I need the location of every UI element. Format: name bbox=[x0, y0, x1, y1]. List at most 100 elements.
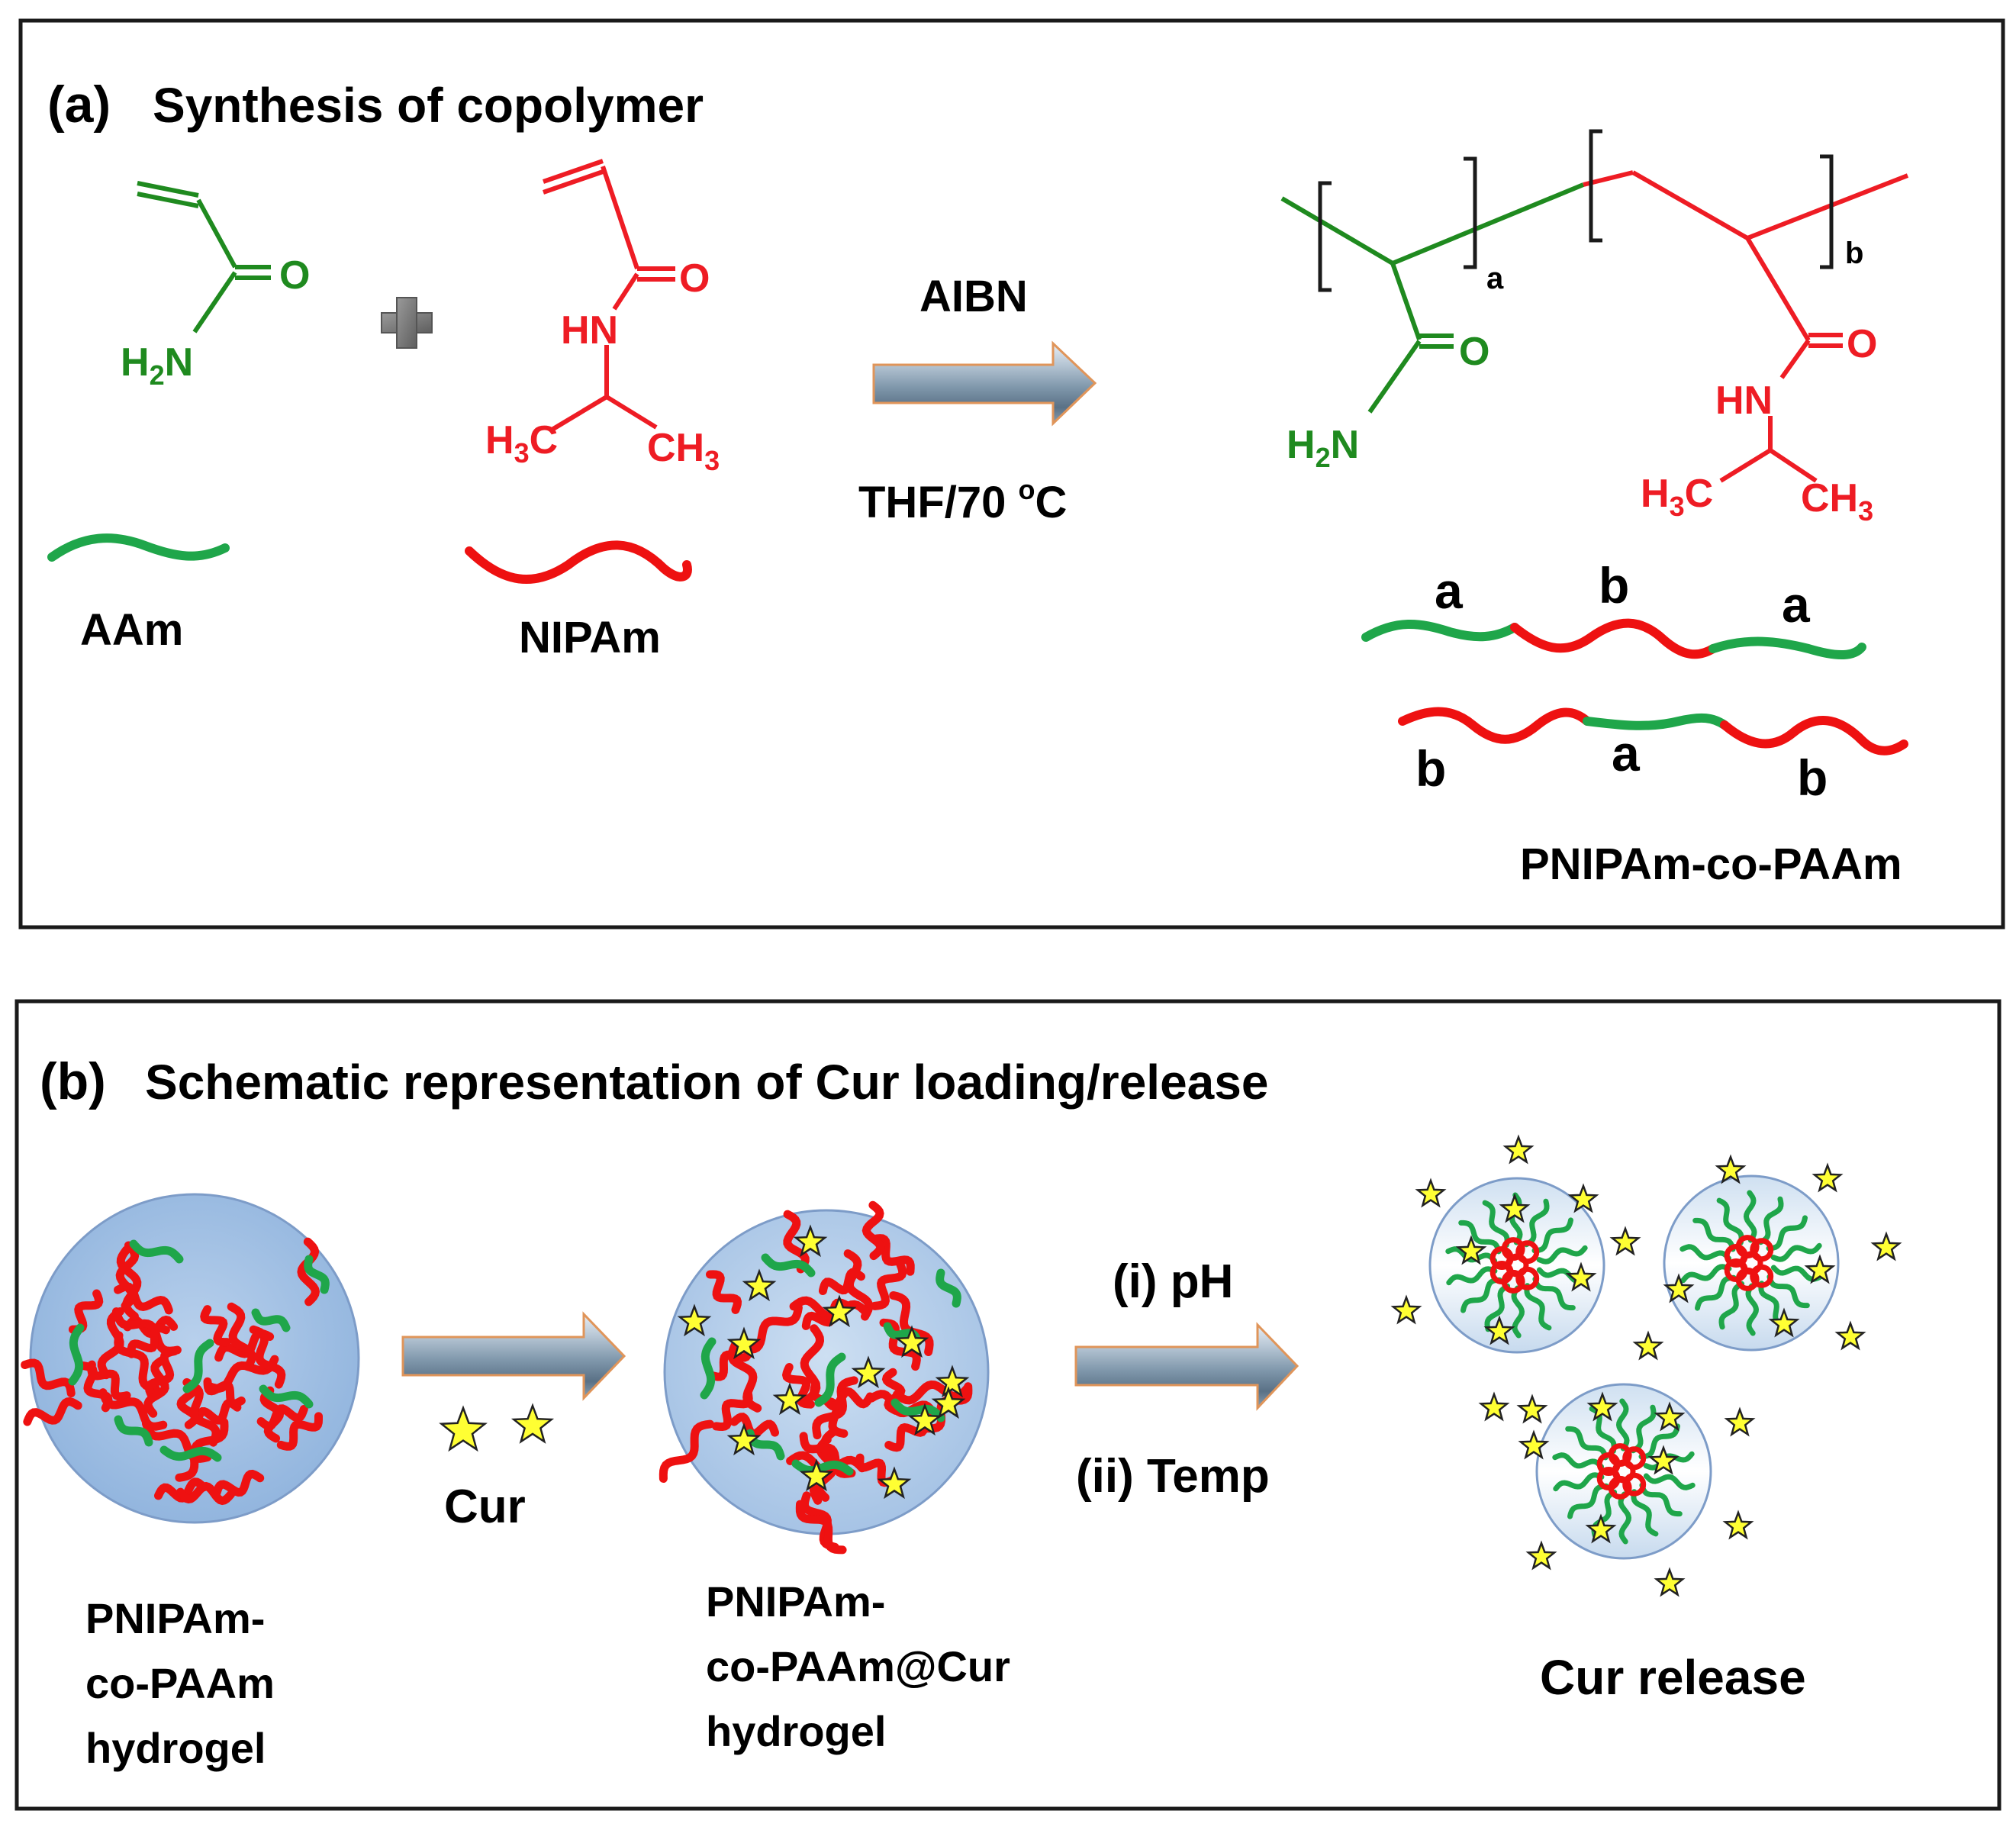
cur-star-icon bbox=[1483, 1315, 1515, 1345]
nipam-name: NIPAm bbox=[519, 613, 661, 662]
nipam-chain-segment bbox=[869, 1234, 915, 1276]
reagent-label: AIBN bbox=[919, 272, 1028, 321]
aam-chain-segment bbox=[114, 1415, 153, 1447]
aam-chain-segment bbox=[1484, 1283, 1511, 1332]
nipam-chain-segment bbox=[822, 1387, 874, 1411]
aam-chain-segment bbox=[890, 1398, 945, 1423]
nipam-chain-segment bbox=[893, 1380, 971, 1405]
product-aam-amine: H2N bbox=[1287, 423, 1359, 473]
nipam-chain-segment bbox=[659, 1419, 714, 1483]
cur-star-icon bbox=[726, 1326, 762, 1360]
cur-star-icon bbox=[439, 1405, 488, 1452]
collapsed-particle bbox=[1535, 1383, 1712, 1560]
aam-chain-segment bbox=[1553, 1472, 1605, 1492]
aam-chain-icon bbox=[47, 533, 230, 562]
aam-chain-segment bbox=[1552, 1452, 1605, 1470]
cur-star-icon bbox=[1663, 1273, 1695, 1303]
cur-star-icon bbox=[1768, 1307, 1800, 1338]
aam-chain-segment bbox=[1631, 1489, 1659, 1537]
cur-star-icon bbox=[1415, 1178, 1447, 1208]
chain2-label-1: a bbox=[1612, 725, 1641, 781]
panel-b-frame bbox=[14, 999, 2002, 1811]
aam-oxygen: O bbox=[279, 253, 310, 298]
cur-star-icon bbox=[1585, 1513, 1617, 1544]
nipam-chain-segment bbox=[800, 1324, 825, 1403]
aam-chain-segment bbox=[761, 1253, 816, 1278]
aam-chain-segment bbox=[1766, 1274, 1810, 1309]
aam-chain-segment bbox=[1531, 1217, 1573, 1254]
product-subscript-b: b bbox=[1845, 237, 1863, 270]
panel-b-title: Schematic representation of Cur loading/… bbox=[145, 1055, 1268, 1110]
aam-chain-segment bbox=[1509, 1192, 1523, 1245]
collapsed-nipam-coil bbox=[1622, 1472, 1647, 1497]
cur-star-icon bbox=[1586, 1391, 1618, 1422]
aam-atom-labels: O H2N bbox=[121, 253, 310, 391]
collapsed-nipam-coil bbox=[1515, 1266, 1540, 1290]
chain2-label-2: b bbox=[1797, 749, 1828, 806]
plus-icon bbox=[381, 297, 433, 349]
loaded-hydrogel-stars bbox=[677, 1224, 970, 1500]
aam-chain-segment bbox=[1695, 1274, 1737, 1311]
cur-star-icon bbox=[931, 1386, 966, 1419]
chain1-label-1: b bbox=[1599, 557, 1629, 614]
panel-a-label: (a) bbox=[47, 76, 111, 134]
nipam-chain-segment bbox=[812, 1376, 858, 1440]
nipam-atom-labels: O HN H3C CH3 bbox=[485, 256, 720, 476]
released-cur-stars bbox=[1390, 1134, 1902, 1597]
copolymer-chain-2 bbox=[1398, 707, 1908, 756]
nipam-chain-segment bbox=[227, 1302, 256, 1371]
release-arrow[interactable] bbox=[1074, 1322, 1299, 1411]
product-nipam-hn: HN bbox=[1715, 379, 1773, 423]
empty-hydrogel-network bbox=[21, 1237, 330, 1506]
stimulus-temp-label: (ii) Temp bbox=[1076, 1450, 1270, 1503]
product-subscript-a: a bbox=[1486, 262, 1504, 295]
aam-chain-segment bbox=[1679, 1244, 1732, 1261]
aam-chain-segment bbox=[1446, 1266, 1498, 1286]
loaded-hydrogel bbox=[659, 1200, 990, 1555]
cur-star-icon bbox=[677, 1303, 712, 1337]
hydrogel-caption: PNIPAm- co-PAAm hydrogel bbox=[85, 1594, 275, 1772]
nipam-chain-segment bbox=[889, 1291, 934, 1356]
loading-arrow[interactable] bbox=[401, 1311, 626, 1401]
aam-structure bbox=[137, 181, 271, 333]
collapsed-nipam-coil bbox=[1735, 1235, 1760, 1259]
nipam-chain-segment bbox=[111, 1307, 182, 1355]
copolymer-chain-1 bbox=[1361, 618, 1866, 660]
nipam-oxygen: O bbox=[679, 256, 710, 301]
nipam-structure bbox=[543, 159, 675, 433]
nipam-chain-segment bbox=[707, 1342, 753, 1381]
collapsed-nipam-coil bbox=[1750, 1238, 1774, 1262]
product-atom-labels: O H2N O HN H3C CH3 bbox=[1287, 322, 1877, 527]
loaded-caption-line-2: hydrogel bbox=[706, 1707, 886, 1755]
reaction-arrow[interactable] bbox=[872, 340, 1097, 427]
nipam-chain-segment bbox=[127, 1323, 170, 1358]
collapsed-nipam-coil bbox=[1489, 1261, 1514, 1284]
aam-chain-segment bbox=[182, 1339, 214, 1394]
collapsed-nipam-coil bbox=[1724, 1258, 1748, 1282]
loaded-hydrogel-caption: PNIPAm- co-PAAm@Cur hydrogel bbox=[706, 1577, 1010, 1755]
aam-chain-segment bbox=[1523, 1198, 1550, 1248]
cur-star-icon bbox=[1870, 1231, 1902, 1261]
collapsed-nipam-coil bbox=[1750, 1264, 1774, 1288]
nipam-chain-segment bbox=[799, 1432, 856, 1478]
cur-star-icon bbox=[894, 1325, 929, 1358]
product-nipam-ch3: CH3 bbox=[1801, 476, 1873, 527]
aam-chain-segment bbox=[1511, 1285, 1525, 1339]
nipam-chain-segment bbox=[783, 1210, 810, 1274]
aam-chain-segment bbox=[1770, 1265, 1823, 1282]
nipam-chain-segment bbox=[870, 1260, 907, 1310]
nipam-chain-segment bbox=[789, 1296, 871, 1321]
aam-chain-segment bbox=[1766, 1215, 1808, 1252]
aam-chain-segment bbox=[814, 1352, 846, 1407]
product-nipam-h3c: H3C bbox=[1641, 472, 1713, 522]
cur-star-icon bbox=[877, 1466, 912, 1500]
aam-chain-segment bbox=[1618, 1491, 1632, 1545]
collapsed-particle bbox=[1428, 1177, 1605, 1354]
aam-chain-segment bbox=[791, 1459, 854, 1476]
aam-chain-segment bbox=[1565, 1426, 1609, 1461]
product-name: PNIPAm-co-PAAm bbox=[1520, 839, 1902, 889]
nipam-chain-segment bbox=[879, 1318, 921, 1371]
aam-chain-segment bbox=[1567, 1483, 1609, 1519]
nipam-h3c: H3C bbox=[485, 418, 558, 469]
nipam-chain-segment bbox=[259, 1386, 285, 1443]
